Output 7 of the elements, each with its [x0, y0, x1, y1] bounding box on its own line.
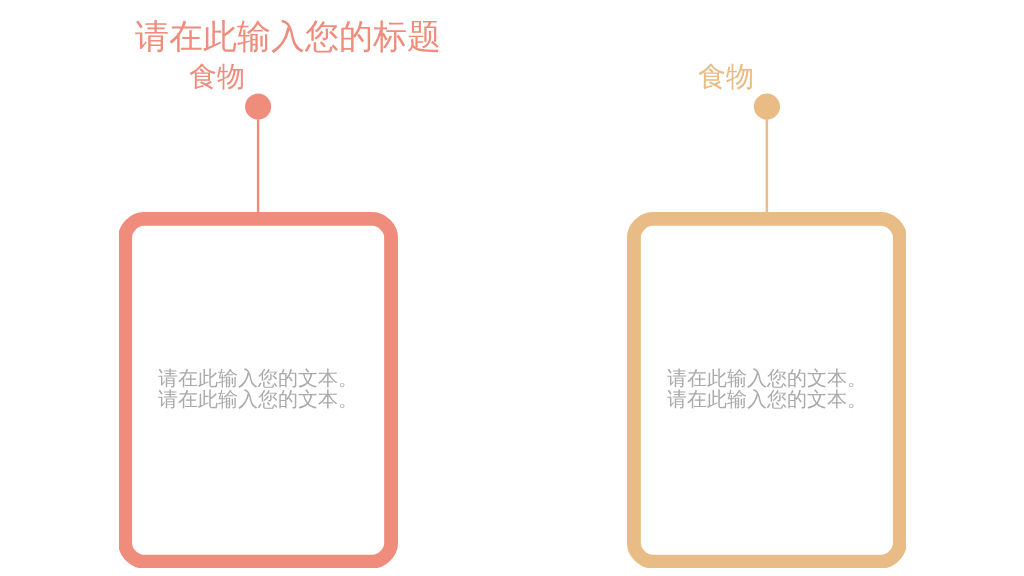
node-box: 请在此输入您的文本。请在此输入您的文本。: [626, 211, 906, 568]
node-box: 请在此输入您的文本。请在此输入您的文本。: [118, 211, 398, 568]
diagram-title: 请在此输入您的标题: [134, 16, 441, 56]
node-circle: [753, 93, 780, 120]
node-label: 食物: [697, 59, 754, 93]
node-label: 食物: [188, 59, 245, 93]
node-circle: [244, 93, 271, 120]
